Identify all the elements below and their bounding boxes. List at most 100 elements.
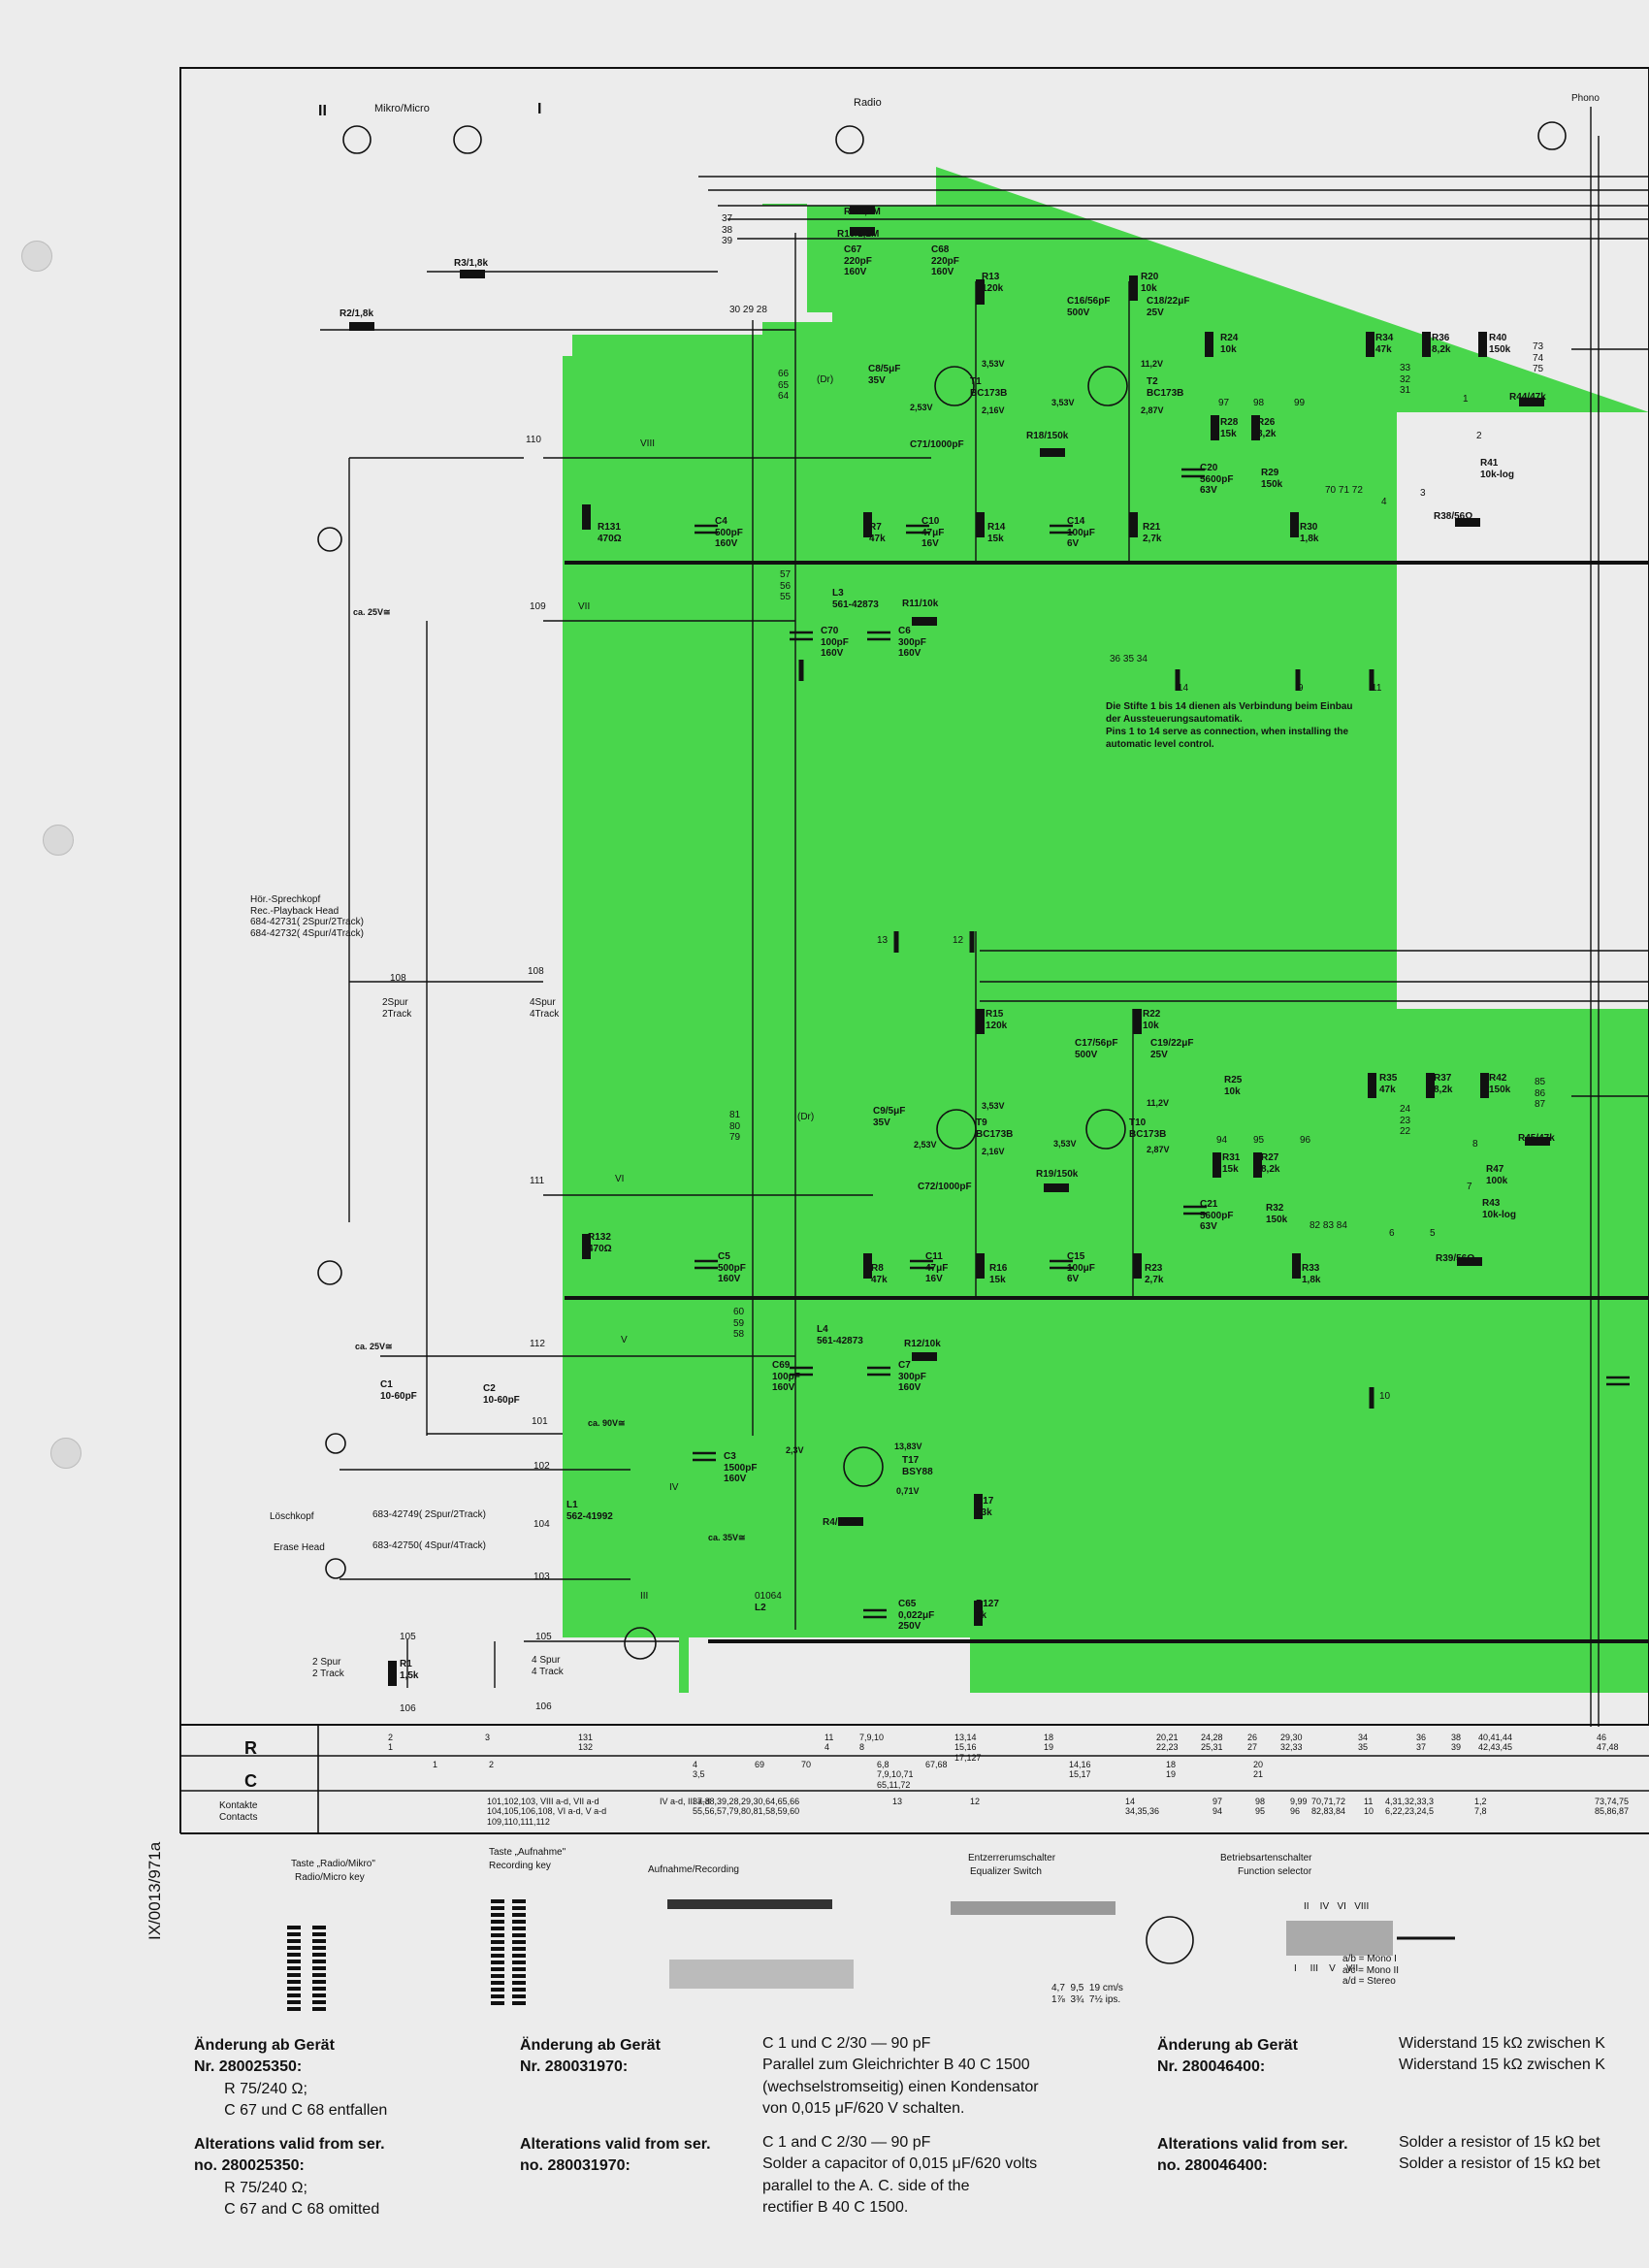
component-label: R23 2,7k <box>1145 1263 1164 1285</box>
pin-label: 4 <box>1381 497 1387 507</box>
voltage-label: 3,53V <box>1051 398 1075 407</box>
component-label: C5 500pF 160V <box>718 1251 746 1284</box>
erase-head-upper <box>325 1433 346 1454</box>
component-label: C11 47μF 16V <box>925 1251 949 1284</box>
component-label: R127 1k <box>976 1599 999 1621</box>
table-cell: 24,28 25,31 <box>1201 1733 1223 1753</box>
key-contact <box>491 2001 504 2005</box>
key-contact <box>512 1988 526 1992</box>
mic-right-roman: I <box>537 101 542 117</box>
alteration-block: Alterations valid from ser. no. 28003197… <box>520 2134 711 2178</box>
table-cell: 14,16 15,17 <box>1069 1760 1091 1780</box>
voltage-label: 3,53V <box>982 1101 1005 1111</box>
pin-label: (Dr) <box>797 1112 815 1122</box>
component-label: C1 10-60pF <box>380 1379 417 1402</box>
resistor-r13 <box>976 279 985 305</box>
pin-label: 104 <box>534 1519 550 1530</box>
resistor-r127 <box>974 1601 983 1626</box>
alteration-body: R 75/240 Ω; C 67 and C 68 omitted <box>224 2179 380 2219</box>
key-contact <box>512 1940 526 1944</box>
radio-key-en: Radio/Micro key <box>295 1872 365 1883</box>
table-cell: IV a-d, III a-d <box>660 1797 711 1806</box>
key-contact <box>287 1966 301 1970</box>
two-track-label: 2Spur 2Track <box>382 997 412 1020</box>
component-label: R132 470Ω <box>588 1232 612 1254</box>
resistor-r19 <box>1044 1183 1069 1192</box>
radio-key-de: Taste „Radio/Mikro" <box>291 1859 375 1869</box>
resistor-r35 <box>1368 1073 1376 1098</box>
component-label: C14 100μF 6V <box>1067 516 1095 549</box>
component-label: R8 47k <box>871 1263 888 1285</box>
table-row-R: R <box>244 1738 257 1758</box>
key-contact <box>512 1947 526 1951</box>
table-cell: 2 <box>489 1760 495 1769</box>
pin-label: 8 <box>1472 1139 1478 1150</box>
component-label: C72/1000pF <box>918 1182 972 1192</box>
component-label: T2 BC173B <box>1147 376 1184 399</box>
component-label: R42 150k <box>1489 1073 1511 1095</box>
key-contact <box>287 2000 301 2004</box>
transistor-t17 <box>843 1446 884 1487</box>
resistor-r31 <box>1212 1152 1221 1178</box>
resistor-r34 <box>1366 332 1374 357</box>
table-cell: 20 21 <box>1253 1760 1264 1780</box>
key-contact <box>512 1954 526 1958</box>
function-roman-bot: I III V VII <box>1294 1963 1359 1974</box>
voltage-label: 2,16V <box>982 405 1005 415</box>
component-label: R1 1,5k <box>400 1659 419 1681</box>
pin-label: 57 56 55 <box>780 569 792 602</box>
table-cell: 34 35 <box>1358 1733 1369 1753</box>
resistor-r39 <box>1457 1257 1482 1266</box>
pin-label: 5 <box>1430 1228 1436 1239</box>
component-label: R2/1,8k <box>340 308 374 319</box>
component-label: R38/56Ω <box>1434 511 1473 522</box>
table-cell: 98 95 <box>1255 1797 1266 1817</box>
component-label: C70 100pF 160V <box>821 626 849 659</box>
table-cell: 4 3,5 <box>693 1760 705 1780</box>
table-row-C: C <box>244 1771 257 1791</box>
voltage-label: ca. 35V≅ <box>708 1533 746 1542</box>
key-contact <box>491 1899 504 1903</box>
component-label: R10/1,2M <box>837 229 880 240</box>
voltage-label: 2,16V <box>982 1147 1005 1156</box>
component-label: C8/5μF 35V <box>868 364 901 386</box>
key-contact <box>287 1953 301 1957</box>
erase-head-en: Erase Head <box>274 1542 325 1553</box>
rec-head-label: Hör.-Sprechkopf Rec.-Playback Head 684-4… <box>250 894 364 939</box>
pin-label: 106 <box>400 1703 416 1714</box>
document-number: IX/0013/971a <box>146 1841 164 1940</box>
component-label: R15 120k <box>986 1009 1008 1031</box>
table-cell: 36 37 <box>1416 1733 1427 1753</box>
key-contact <box>491 1954 504 1958</box>
table-cell: 13,14 15,16 17,127 <box>954 1733 982 1763</box>
pin-label: III <box>640 1591 649 1602</box>
function-selector-body <box>1286 1921 1393 1956</box>
pin-label: 108 <box>390 973 406 984</box>
pin-label: 110 <box>526 435 541 445</box>
binder-hole-2 <box>43 825 74 856</box>
erase-head-de: Löschkopf <box>270 1511 314 1522</box>
resistor-r44 <box>1519 398 1544 406</box>
table-cell: 11 10 <box>1364 1797 1374 1817</box>
key-contact <box>512 1974 526 1978</box>
component-label: C18/22μF 25V <box>1147 296 1190 318</box>
voltage-label: 13,83V <box>894 1442 922 1451</box>
table-cell: 18 19 <box>1044 1733 1054 1753</box>
component-label: R29 150k <box>1261 468 1283 490</box>
eq-switch-en: Equalizer Switch <box>970 1866 1042 1877</box>
resistor-r3 <box>460 270 485 278</box>
component-label: R16 15k <box>989 1263 1008 1285</box>
table-cell: 6,8 7,9,10,71 65,11,72 <box>877 1760 914 1790</box>
pin-label: 94 <box>1216 1135 1228 1146</box>
table-cell: 70 <box>801 1760 812 1769</box>
resistor-r33 <box>1292 1253 1301 1279</box>
component-label: C17/56pF 500V <box>1075 1038 1118 1060</box>
component-label: R12/10k <box>904 1339 941 1349</box>
table-cell: 14 34,35,36 <box>1125 1797 1160 1817</box>
component-label: C4 500pF 160V <box>715 516 743 549</box>
resistor-r131 <box>582 504 591 530</box>
component-label: R30 1,8k <box>1300 522 1319 544</box>
component-label: C71/1000pF <box>910 439 964 450</box>
component-label: R17 33k <box>976 1496 994 1518</box>
alteration-en-280046400: Solder a resistor of 15 kΩ bet Solder a … <box>1399 2134 1600 2173</box>
